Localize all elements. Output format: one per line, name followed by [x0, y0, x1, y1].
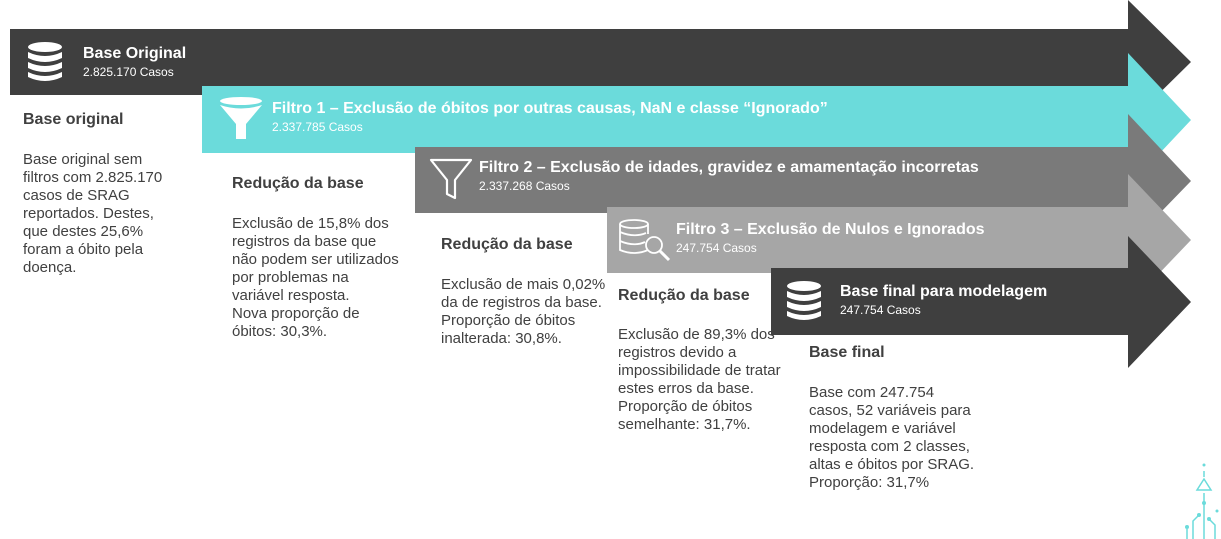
band-subtitle: 2.825.170 Casos — [83, 65, 174, 79]
description-paragraph: Exclusão de mais 0,02% da de registros d… — [441, 276, 606, 347]
filter-outline-icon — [429, 158, 473, 200]
arrow-band-base-final — [771, 236, 1191, 368]
description-paragraph: Exclusão de 89,3% dos registros devido a… — [618, 326, 781, 433]
stage-description: Exclusão de mais 0,02% da de registros d… — [441, 276, 607, 348]
description-paragraph: Exclusão de 15,8% dos registros da base … — [232, 215, 399, 304]
stage-heading: Base final — [809, 344, 885, 361]
arrow-band-filter-1 — [202, 53, 1191, 187]
filter-icon — [220, 97, 262, 139]
band-subtitle: 2.337.785 Casos — [272, 120, 363, 134]
band-subtitle: 247.754 Casos — [676, 241, 757, 255]
band-title: Filtro 1 – Exclusão de óbitos por outras… — [272, 100, 828, 117]
database-search-icon — [619, 219, 671, 262]
description-paragraph: Nova proporção de óbitos: 30,3%. — [232, 305, 360, 340]
description-paragraph: Base original sem filtros com 2.825.170 … — [23, 151, 163, 276]
band-title: Filtro 3 – Exclusão de Nulos e Ignorados — [676, 221, 985, 238]
band-base-final: Base final para modelagem 247.754 Casos — [840, 283, 1047, 317]
band-title: Filtro 2 – Exclusão de idades, gravidez … — [479, 159, 979, 176]
stage-heading: Redução da base — [618, 287, 750, 304]
stage-description: Base com 247.754 casos, 52 variáveis par… — [809, 384, 981, 492]
band-filter-3: Filtro 3 – Exclusão de Nulos e Ignorados… — [676, 221, 985, 255]
band-title: Base final para modelagem — [840, 283, 1048, 300]
band-base-original: Base Original 2.825.170 Casos — [83, 45, 186, 79]
band-filter-1: Filtro 1 – Exclusão de óbitos por outras… — [272, 100, 828, 134]
band-subtitle: 2.337.268 Casos — [479, 179, 570, 193]
stage-description: Base original sem filtros com 2.825.170 … — [23, 151, 173, 277]
circuit-triangle-icon — [1185, 463, 1219, 539]
band-subtitle: 247.754 Casos — [840, 303, 921, 317]
database-icon — [28, 42, 62, 81]
description-paragraph: Base com 247.754 casos, 52 variáveis par… — [809, 384, 975, 491]
stage-heading: Base original — [23, 111, 124, 128]
stage-heading: Redução da base — [441, 236, 573, 253]
band-filter-2: Filtro 2 – Exclusão de idades, gravidez … — [479, 159, 979, 193]
database-icon — [787, 281, 821, 320]
stage-description: Exclusão de 89,3% dos registros devido a… — [618, 326, 788, 434]
stage-heading: Redução da base — [232, 175, 364, 192]
band-title: Base Original — [83, 45, 187, 62]
stage-description: Exclusão de 15,8% dos registros da base … — [232, 215, 404, 341]
